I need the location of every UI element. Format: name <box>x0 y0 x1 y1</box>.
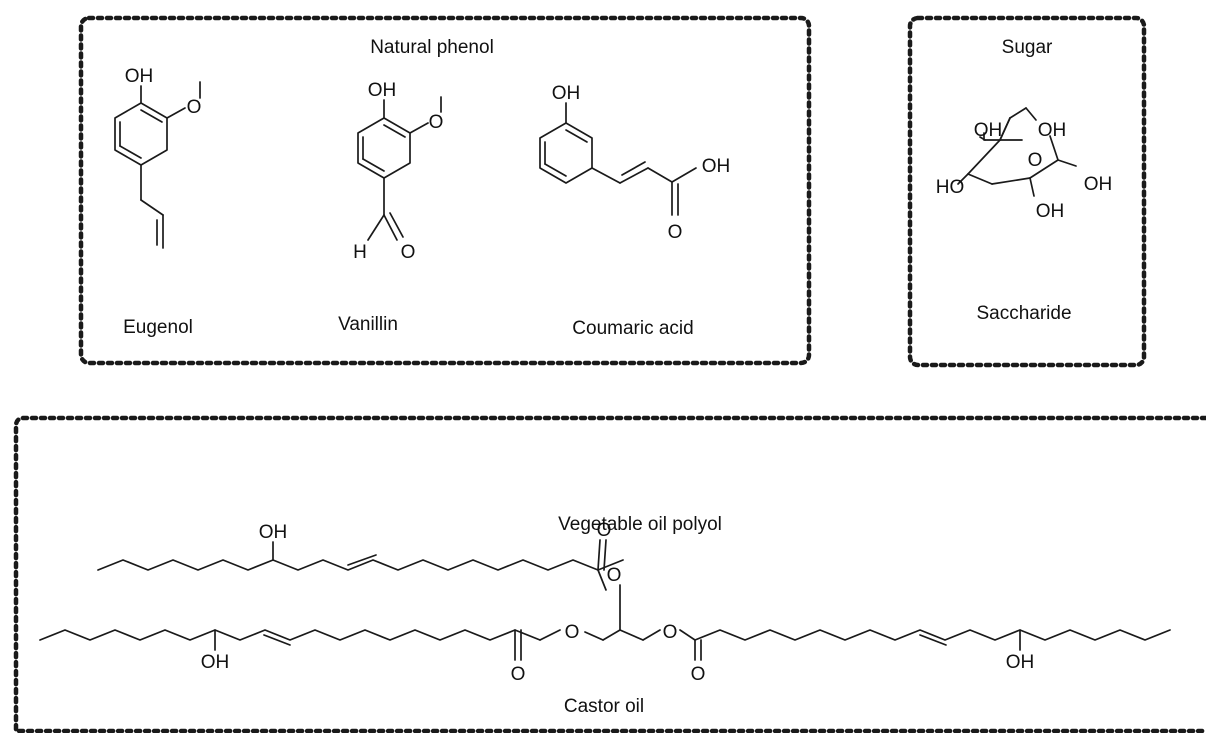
coumaric-acid-name: Coumaric acid <box>572 318 693 339</box>
saccharide-name: Saccharide <box>976 303 1071 324</box>
vegetable-oil-title: Vegetable oil polyol <box>558 514 722 535</box>
castor-oil-structure <box>39 539 1171 661</box>
eugenol-o-label: O <box>187 97 202 118</box>
eugenol-oh-label: OH <box>125 66 154 87</box>
vanillin-carbonyl-o-label: O <box>401 242 416 263</box>
saccharide-oh4-label: OH <box>1036 201 1065 222</box>
saccharide-oh3-label: OH <box>1084 174 1113 195</box>
saccharide-ho-label: HO <box>936 177 965 198</box>
castor-right-ester-o-label: O <box>663 622 678 643</box>
castor-top-ester-o-label: O <box>607 565 622 586</box>
saccharide-oh2-label: OH <box>1038 120 1067 141</box>
coumaric-ring-oh-label: OH <box>552 83 581 104</box>
saccharide-oh1-label: OH <box>974 120 1003 141</box>
castor-top-oh-label: OH <box>259 522 288 543</box>
eugenol-name: Eugenol <box>123 317 193 338</box>
castor-top-carbonyl-o-label: O <box>597 520 612 541</box>
vanillin-ether-o-label: O <box>429 112 444 133</box>
castor-left-ester-o-label: O <box>565 622 580 643</box>
castor-left-carbonyl-o-label: O <box>511 664 526 685</box>
natural-phenol-frame <box>78 15 812 366</box>
saccharide-structure <box>957 107 1077 197</box>
vanillin-h-label: H <box>353 242 367 263</box>
saccharide-ring-o-label: O <box>1028 150 1043 171</box>
castor-oil-name: Castor oil <box>564 696 644 717</box>
sugar-title: Sugar <box>1002 37 1053 58</box>
coumaric-carbonyl-o-label: O <box>668 222 683 243</box>
vanillin-oh-label: OH <box>368 80 397 101</box>
castor-right-carbonyl-o-label: O <box>691 664 706 685</box>
coumaric-acid-structure <box>539 102 697 216</box>
natural-phenol-title: Natural phenol <box>370 37 494 58</box>
vanillin-name: Vanillin <box>338 314 398 335</box>
castor-right-oh-label: OH <box>1006 652 1035 673</box>
coumaric-acid-oh-label: OH <box>702 156 731 177</box>
eugenol-structure <box>114 81 201 249</box>
castor-left-oh-label: OH <box>201 652 230 673</box>
vanillin-structure <box>357 96 442 241</box>
sugar-frame <box>907 15 1147 368</box>
vegetable-oil-frame <box>13 415 1206 733</box>
